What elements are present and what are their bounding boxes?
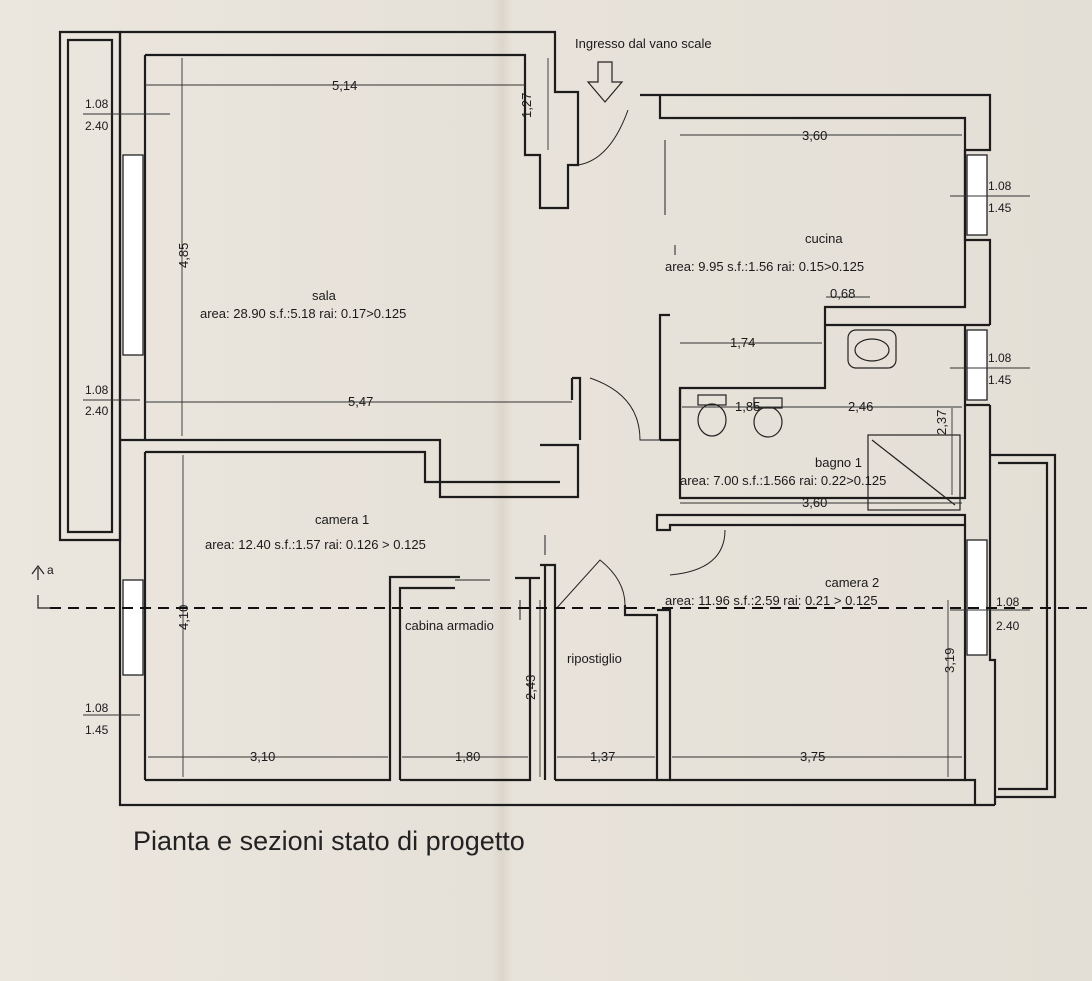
dim-camera2-height: 3,19 — [942, 648, 957, 673]
dim-camera2-width: 3,75 — [800, 749, 825, 764]
room-name-bagno1: bagno 1 — [815, 455, 862, 470]
room-name-ripostiglio: ripostiglio — [567, 651, 622, 666]
room-name-sala: sala — [312, 288, 337, 303]
dim-cucina-width: 3,60 — [802, 128, 827, 143]
dim-ripostiglio-width: 1,37 — [590, 749, 615, 764]
window-sala-top-h: 2.40 — [85, 119, 109, 133]
section-marker-label: a — [47, 563, 54, 577]
dim-cucina-174: 1,74 — [730, 335, 755, 350]
window-sala-top-w: 1.08 — [85, 97, 109, 111]
room-name-cabina: cabina armadio — [405, 618, 494, 633]
room-info-camera1: area: 12.40 s.f.:1.57 rai: 0.126 > 0.125 — [205, 537, 426, 552]
section-marker-arrow — [31, 565, 50, 609]
window-camera2-h: 2.40 — [996, 619, 1020, 633]
window-sala-bottom-h: 2.40 — [85, 404, 109, 418]
dim-cucina-068: 0,68 — [830, 286, 855, 301]
room-name-cucina: cucina — [805, 231, 843, 246]
room-info-sala: area: 28.90 s.f.:5.18 rai: 0.17>0.125 — [200, 306, 406, 321]
dim-bagno-width: 3,60 — [802, 495, 827, 510]
window-sala-bottom-w: 1.08 — [85, 383, 109, 397]
dim-bagno-237: 2,37 — [934, 410, 949, 435]
room-info-cucina: area: 9.95 s.f.:1.56 rai: 0.15>0.125 — [665, 259, 864, 274]
entrance-label: Ingresso dal vano scale — [575, 36, 712, 51]
window-cucina-h: 1.45 — [988, 201, 1012, 215]
room-name-camera2: camera 2 — [825, 575, 879, 590]
dim-bagno-185: 1,85 — [735, 399, 760, 414]
dim-sala-width-top: 5,14 — [332, 78, 357, 93]
window-bagno-h: 1.45 — [988, 373, 1012, 387]
room-info-camera2: area: 11.96 s.f.:2.59 rai: 0.21 > 0.125 — [665, 593, 878, 608]
windows — [122, 154, 988, 676]
dim-camera1-width: 3,10 — [250, 749, 275, 764]
dim-sala-width-bottom: 5,47 — [348, 394, 373, 409]
doors — [455, 109, 726, 620]
drawing-title: Pianta e sezioni stato di progetto — [133, 826, 525, 856]
room-name-camera1: camera 1 — [315, 512, 369, 527]
window-cucina-w: 1.08 — [988, 179, 1012, 193]
dim-sala-height: 4,85 — [176, 243, 191, 268]
dim-camera1-height: 4,10 — [176, 605, 191, 630]
room-info-bagno1: area: 7.00 s.f.:1.566 rai: 0.22>0.125 — [680, 473, 886, 488]
dim-bagno-246: 2,46 — [848, 399, 873, 414]
dim-entrance-depth: 1,27 — [519, 93, 534, 118]
window-camera1-h: 1.45 — [85, 723, 109, 737]
entrance-arrow-icon — [586, 61, 624, 103]
window-camera1-w: 1.08 — [85, 701, 109, 715]
window-bagno-w: 1.08 — [988, 351, 1012, 365]
dimension-lines — [83, 58, 1030, 777]
walls — [58, 30, 1057, 807]
window-camera2-w: 1.08 — [996, 595, 1020, 609]
dim-cabina-height: 2,43 — [523, 675, 538, 700]
dim-cabina-width: 1,80 — [455, 749, 480, 764]
